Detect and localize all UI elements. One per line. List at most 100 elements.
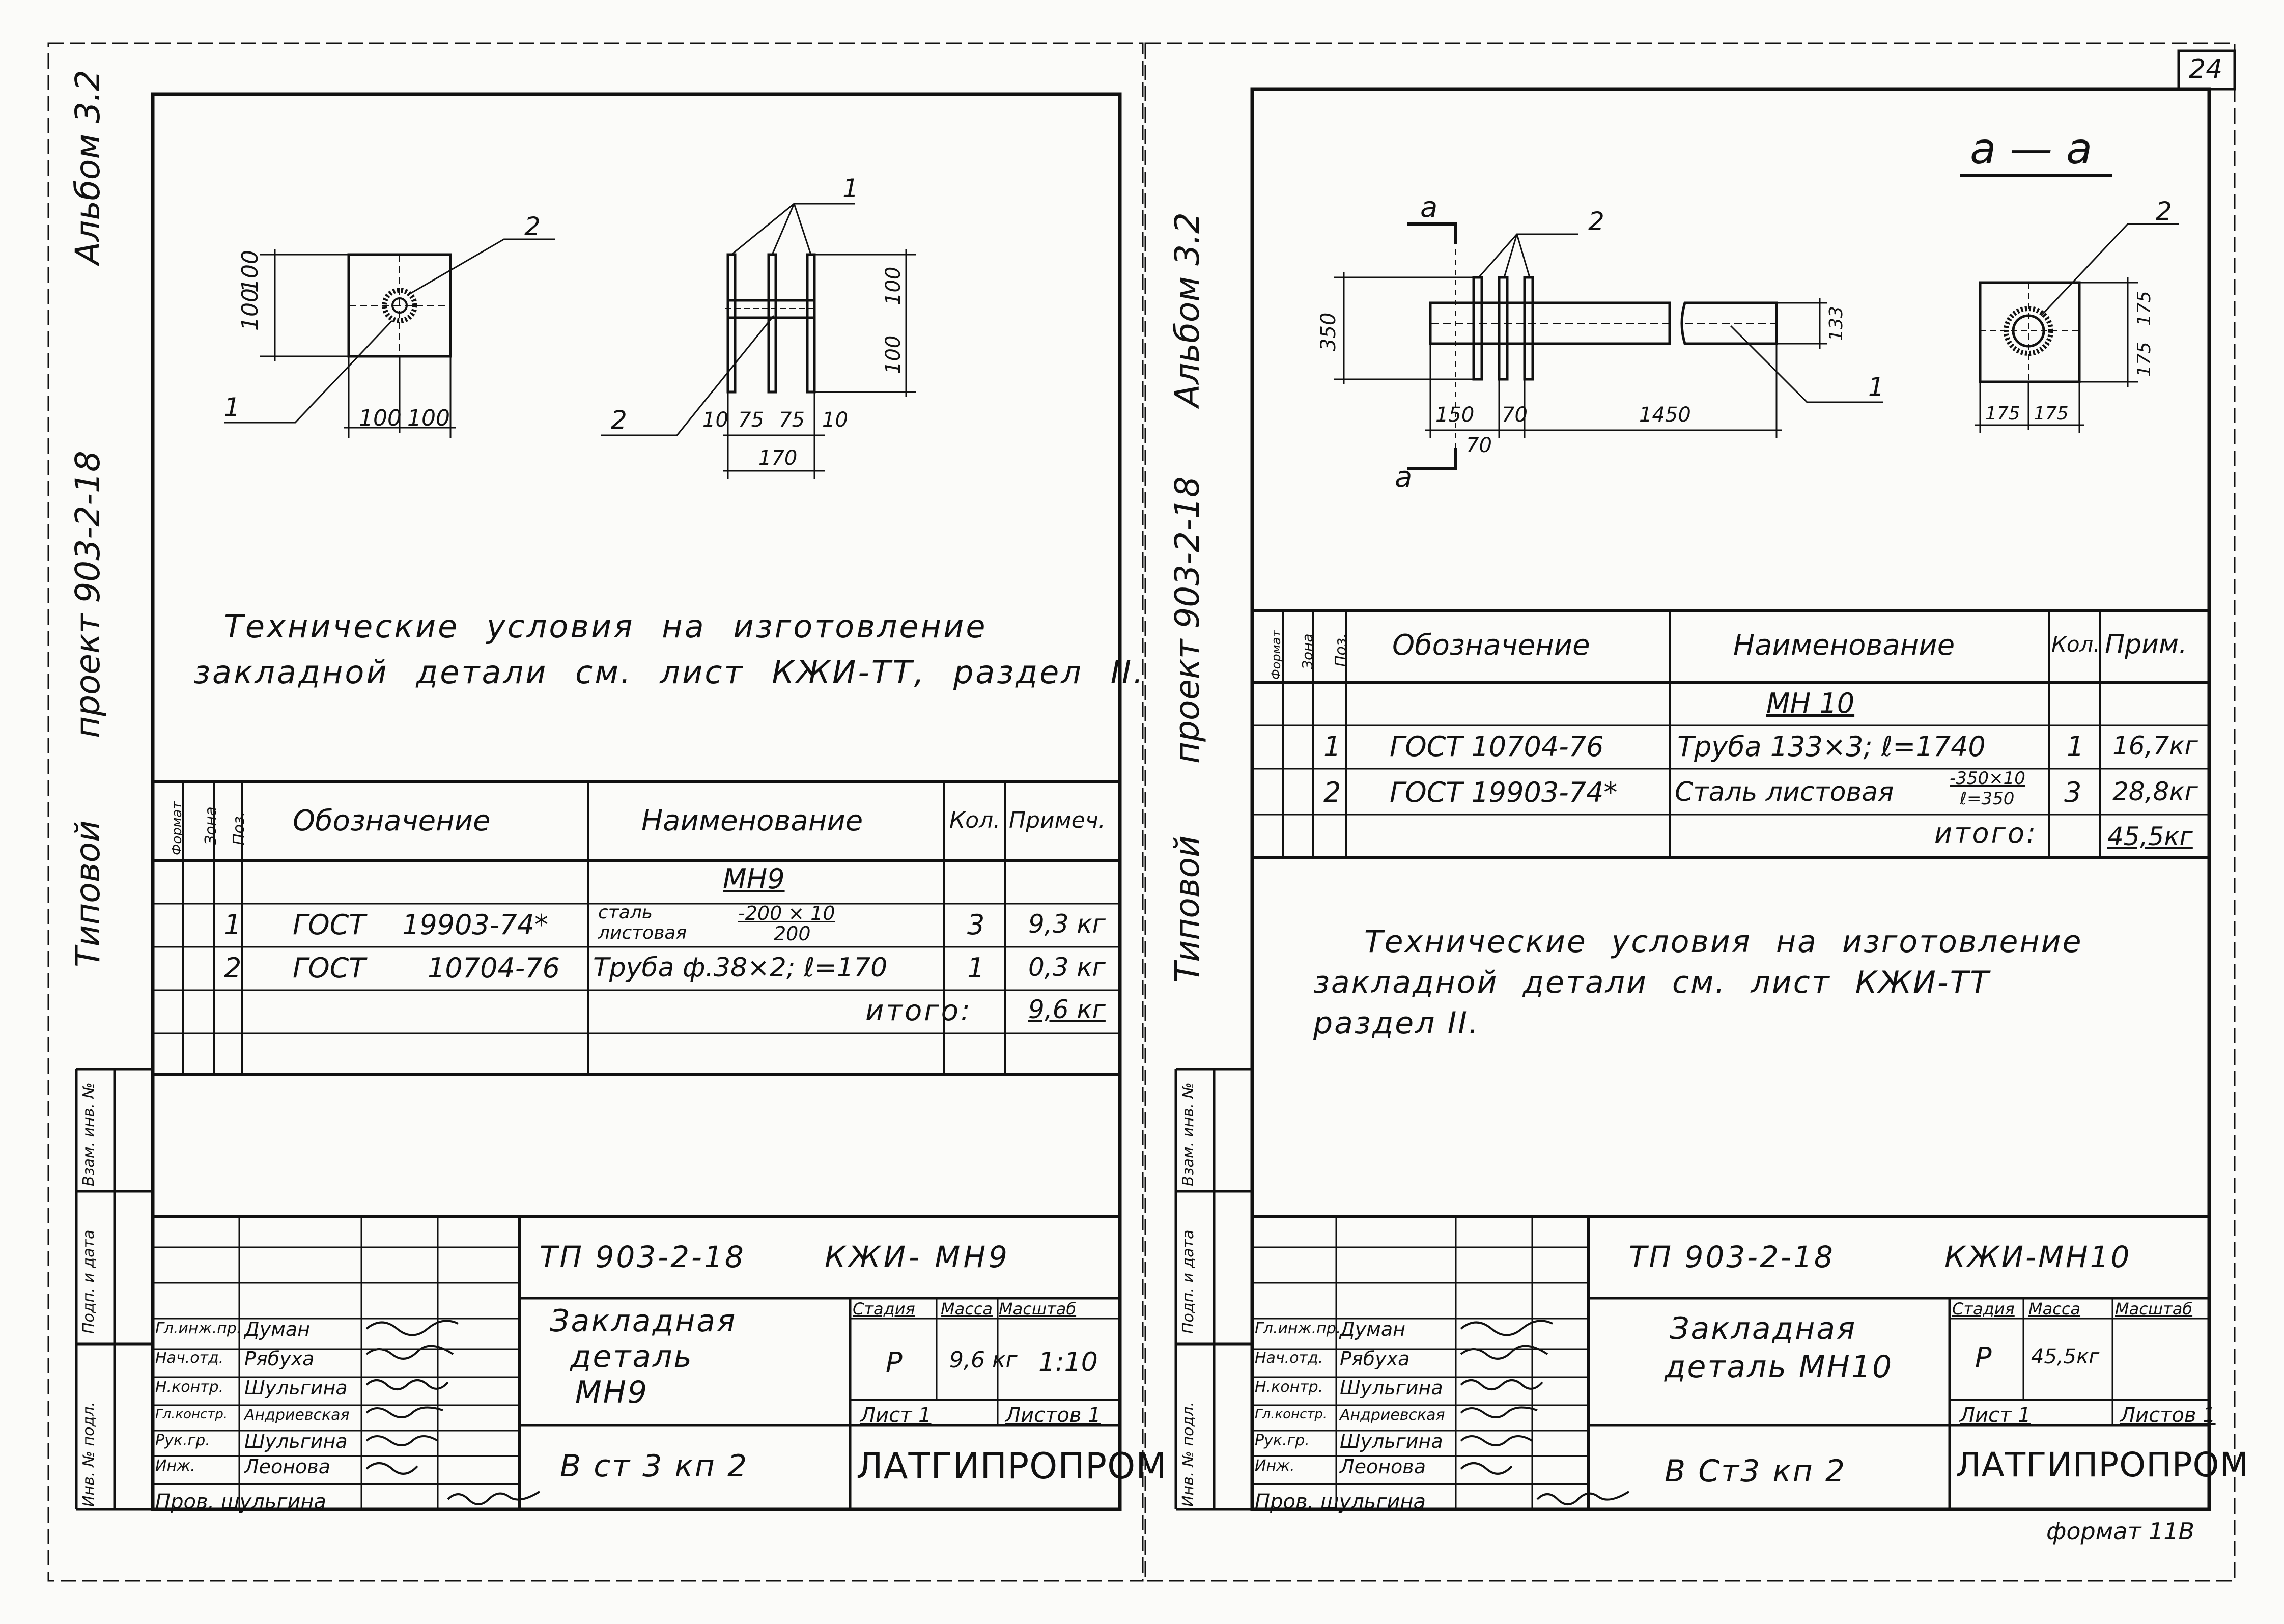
right-checked-by: Пров. шульгина bbox=[1255, 1490, 1426, 1514]
left-plate-pos-1: 1 bbox=[224, 393, 240, 422]
left-side-total: 170 bbox=[758, 446, 798, 470]
left-staff-name-2: Рябуха bbox=[244, 1348, 315, 1370]
right-row1-designation: ГОСТ 10704-76 bbox=[1390, 731, 1604, 763]
right-pos-2: 2 bbox=[1588, 207, 1604, 236]
right-stage: Р bbox=[1975, 1341, 1992, 1374]
left-staff-name-1: Думан bbox=[244, 1318, 310, 1340]
right-row2-designation: ГОСТ 19903-74* bbox=[1390, 776, 1618, 808]
right-spec-h-designation: Обозначение bbox=[1392, 629, 1590, 662]
right-sheet-code: КЖИ-МН10 bbox=[1944, 1240, 2132, 1274]
left-total-value: 9,6 кг bbox=[1028, 995, 1106, 1024]
left-scale-label: Масштаб bbox=[999, 1299, 1077, 1319]
signature-scribbles bbox=[365, 1320, 1630, 1505]
right-title-line1: Закладная bbox=[1670, 1311, 1857, 1347]
left-project-label: проект 903-2-18 bbox=[68, 451, 107, 738]
right-dim-70a: 70 bbox=[1502, 403, 1528, 427]
right-row2-pos: 2 bbox=[1323, 776, 1341, 808]
left-staff-name-6: Леонова bbox=[244, 1455, 330, 1478]
right-tech-line2: закладной детали см. лист КЖИ-ТТ bbox=[1313, 965, 1990, 1000]
right-dim-150: 150 bbox=[1435, 403, 1475, 427]
right-row2-name: Сталь листовая bbox=[1675, 777, 1894, 807]
left-stamp-label-replace: Взам. инв. № bbox=[80, 1082, 98, 1186]
left-stamp-label-inv: Инв. № подл. bbox=[80, 1402, 98, 1507]
right-staff-name-2: Рябуха bbox=[1340, 1348, 1410, 1370]
left-title-line3: МН9 bbox=[575, 1375, 649, 1410]
right-dim-1450: 1450 bbox=[1639, 403, 1691, 427]
left-side-height-1: 100 bbox=[882, 335, 905, 374]
left-staff-name-3: Шульгина bbox=[244, 1377, 348, 1399]
right-typical-label: Типовой bbox=[1168, 835, 1207, 983]
left-plate-dim-h2: 100 bbox=[407, 405, 450, 431]
left-row2-name: Труба ф.38×2; ℓ=170 bbox=[593, 953, 888, 983]
right-spec-h-qty: Кол. bbox=[2051, 632, 2100, 657]
left-material: В ст 3 кп 2 bbox=[560, 1448, 749, 1484]
right-spec-h-zone: Зона bbox=[1299, 633, 1316, 669]
right-section-pos: 2 bbox=[2156, 197, 2172, 226]
right-material: В Ст3 кп 2 bbox=[1665, 1453, 1847, 1489]
page-number: 24 bbox=[2189, 54, 2223, 85]
left-spec-h-zone: Зона bbox=[202, 806, 220, 845]
left-row1-gost: ГОСТ bbox=[293, 909, 366, 941]
left-mass-label: Масса bbox=[941, 1299, 993, 1319]
left-row1-note: 9,3 кг bbox=[1028, 909, 1106, 939]
left-row1-frac-bot: 200 bbox=[774, 922, 811, 945]
left-row1-name-b: листовая bbox=[598, 922, 687, 943]
right-title-line2: деталь МН10 bbox=[1665, 1349, 1894, 1385]
left-row2-gost: ГОСТ bbox=[293, 952, 366, 984]
left-title-line1: Закладная bbox=[550, 1303, 737, 1339]
right-project-label: проект 903-2-18 bbox=[1168, 476, 1207, 764]
left-spec-h-pos: Поз. bbox=[230, 811, 248, 845]
left-plate-pos-2: 2 bbox=[524, 212, 541, 241]
right-row1-qty: 1 bbox=[2067, 731, 2084, 763]
left-row2-num: 10704-76 bbox=[428, 952, 560, 984]
right-org: ЛАТГИПРОПРОМ bbox=[1956, 1445, 2249, 1485]
left-stage: Р bbox=[886, 1347, 903, 1379]
right-staff-name-4: Андриевская bbox=[1340, 1406, 1445, 1424]
right-row2-qty: 3 bbox=[2064, 776, 2082, 808]
left-side-dim-1: 10 bbox=[702, 408, 728, 432]
left-side-pos-2: 2 bbox=[611, 405, 627, 435]
left-scale: 1:10 bbox=[1038, 1347, 1098, 1378]
left-sheet-code: КЖИ- МН9 bbox=[825, 1240, 1010, 1274]
right-spec-h-name: Наименование bbox=[1733, 629, 1955, 662]
left-plate-dim-v2: 100 bbox=[237, 250, 263, 293]
left-staff-role-6: Инж. bbox=[155, 1457, 195, 1475]
right-staff-name-5: Шульгина bbox=[1340, 1430, 1443, 1452]
left-row2-pos: 2 bbox=[224, 952, 242, 984]
right-stamp-label-sign: Подп. и дата bbox=[1179, 1229, 1197, 1334]
left-staff-name-5: Шульгина bbox=[244, 1430, 348, 1452]
left-album-label: Альбом 3.2 bbox=[68, 69, 107, 265]
right-staff-role-6: Инж. bbox=[1255, 1457, 1295, 1475]
left-sheets-label: Листов 1 bbox=[1005, 1404, 1101, 1427]
left-spec-group: МН9 bbox=[723, 863, 785, 895]
left-org: ЛАТГИПРОПРОМ bbox=[856, 1445, 1167, 1487]
left-checked-by: Пров. шульгина bbox=[155, 1490, 327, 1514]
right-section-dim-h1: 175 bbox=[1985, 403, 2020, 424]
right-stage-label: Стадия bbox=[1952, 1299, 2015, 1319]
right-staff-name-1: Думан bbox=[1340, 1318, 1405, 1340]
right-stamp-label-inv: Инв. № подл. bbox=[1179, 1402, 1197, 1507]
left-row1-num: 19903-74* bbox=[402, 909, 548, 941]
right-section-dim-v1: 175 bbox=[2134, 342, 2155, 377]
right-row1-name: Труба 133×3; ℓ=1740 bbox=[1677, 731, 1986, 763]
right-staff-role-4: Гл.констр. bbox=[1255, 1407, 1328, 1422]
left-typical-label: Типовой bbox=[68, 820, 107, 967]
right-mass: 45,5кг bbox=[2031, 1345, 2100, 1368]
left-spec-h-format: Формат bbox=[170, 801, 185, 856]
right-cut-a-top: а bbox=[1420, 191, 1438, 224]
right-staff-role-1: Гл.инж.пр. bbox=[1255, 1320, 1341, 1337]
right-spec-h-format: Формат bbox=[1269, 630, 1283, 680]
left-staff-role-2: Нач.отд. bbox=[155, 1349, 224, 1367]
left-stamp-label-sign: Подп. и дата bbox=[80, 1229, 98, 1334]
right-height: 350 bbox=[1317, 312, 1340, 351]
right-spec-h-pos: Поз. bbox=[1332, 633, 1350, 667]
left-tech-line2: закладной детали см. лист КЖИ-ТТ, раздел… bbox=[193, 654, 1145, 691]
right-stamp-label-replace: Взам. инв. № bbox=[1179, 1082, 1197, 1186]
right-album-label: Альбом 3.2 bbox=[1168, 212, 1207, 407]
right-staff-name-3: Шульгина bbox=[1340, 1377, 1443, 1399]
left-staff-role-5: Рук.гр. bbox=[155, 1432, 210, 1449]
right-spec-h-note: Прим. bbox=[2105, 629, 2187, 660]
right-section-dim-v2: 175 bbox=[2134, 291, 2155, 326]
left-row1-pos: 1 bbox=[224, 909, 242, 941]
left-title-line2: деталь bbox=[570, 1339, 693, 1375]
